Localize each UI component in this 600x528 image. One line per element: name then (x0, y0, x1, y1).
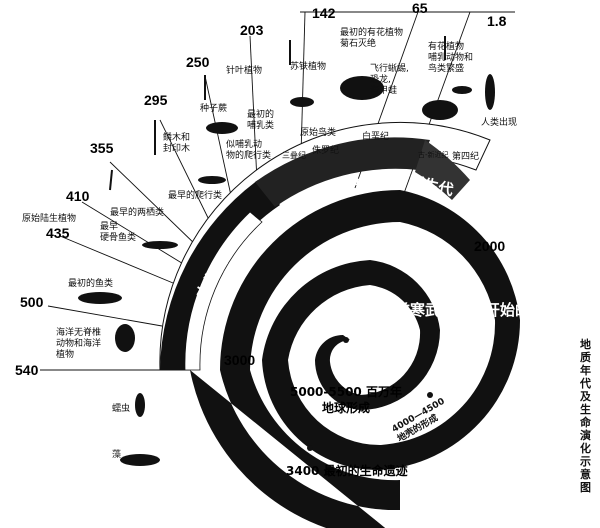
mark-540: 540 (15, 362, 39, 378)
algae-icon (120, 454, 160, 466)
label-first-flower: 最初的有花植物 菊石灭绝 (340, 28, 404, 49)
mark-410: 410 (66, 188, 90, 204)
bird-icon (452, 86, 472, 94)
mark-3000: 3000 (224, 352, 256, 368)
label-first-bird: 原始鸟类 (300, 128, 337, 138)
mark-142: 142 (312, 5, 336, 21)
mark-435: 435 (46, 225, 70, 241)
period-cretaceous: 白垩纪 (362, 132, 390, 142)
label-mammal-like: 似哺乳动 物的爬行类 (226, 140, 272, 161)
mark-2000: 2000 (474, 238, 506, 254)
label-earth-formation: 5000-5500 百万年 地球形成 (290, 385, 402, 415)
amphibian-icon (109, 169, 113, 191)
mark-1-8: 1.8 (487, 13, 507, 29)
period-jurassic: 侏罗纪 (312, 146, 340, 156)
cenozoic-band (415, 140, 470, 200)
mark-500: 500 (20, 294, 44, 310)
label-bony-fish: 最早 硬骨鱼类 (100, 222, 137, 243)
label-algae: 藻 (112, 450, 122, 460)
reptile-icon (198, 176, 226, 184)
spiral-text: 前寒武纪生命开始的演化 (395, 301, 560, 319)
label-seed-fern: 种子蕨 (200, 104, 228, 114)
spiral (190, 190, 521, 528)
period-tertiary: 古-新近纪 (418, 151, 449, 159)
label-pterosaur: 飞行蜥蜴, 恐龙, 海甲蛙 (370, 64, 409, 96)
fish-icon (78, 292, 122, 304)
period-triassic: 三叠纪 (282, 151, 306, 160)
organism-silhouettes (78, 74, 495, 466)
label-human: 人类出现 (481, 118, 518, 128)
label-worm: 蠕虫 (112, 404, 131, 414)
label-cycads: 苏铁植物 (290, 62, 327, 72)
label-marine-inverts: 海洋无脊椎 动物和海洋 植物 (56, 328, 102, 360)
archaeopteryx-icon (290, 97, 314, 107)
label-conifer: 针叶植物 (226, 66, 263, 76)
vertical-title: 地质年代及生命演化示意图 (580, 338, 591, 494)
bony-fish-icon (142, 241, 178, 249)
label-land-plants: 原始陆生植物 (22, 214, 77, 224)
label-scale-tree: 鳞木和 封印木 (163, 133, 191, 154)
human-icon (485, 74, 495, 110)
label-first-fish: 最初的鱼类 (68, 279, 114, 289)
label-first-mammal: 最初的 哺乳类 (247, 110, 275, 131)
label-first-reptile: 最早的爬行类 (168, 191, 223, 201)
crust-dot (427, 392, 433, 398)
period-quaternary: 第四纪 (452, 152, 480, 162)
mammal-like-reptile-icon (206, 122, 238, 134)
label-flowering-mammals: 有花植物 哺乳动物和 鸟类繁盛 (428, 42, 474, 74)
label-first-amphibian: 最早的两栖类 (110, 208, 165, 218)
plant-silhouettes (109, 36, 446, 191)
label-first-life: 3400 最初的生命遗迹 (286, 464, 408, 478)
mesozoic-band (255, 137, 430, 207)
mark-295: 295 (144, 92, 168, 108)
mark-203: 203 (240, 22, 264, 38)
dinosaur-icon (340, 76, 384, 100)
mark-65: 65 (412, 0, 428, 16)
bear-icon (422, 100, 458, 120)
spiral-origin-dot (343, 337, 349, 343)
paleozoic-periods-strip (184, 211, 263, 371)
worm-icon (135, 393, 145, 417)
mark-250: 250 (186, 54, 210, 70)
mark-355: 355 (90, 140, 114, 156)
first-life-dot (307, 445, 313, 451)
trilobite-icon (115, 324, 135, 352)
